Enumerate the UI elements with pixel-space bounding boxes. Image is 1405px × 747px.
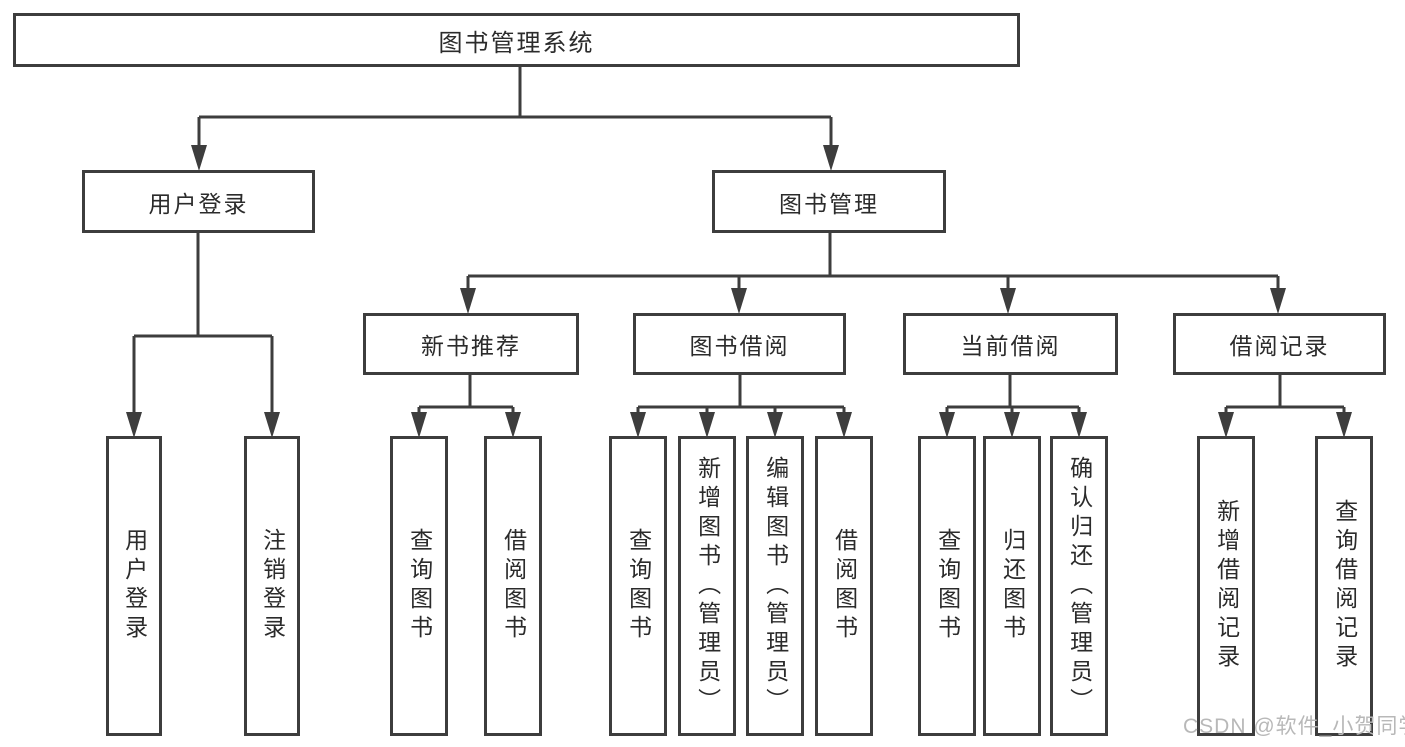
arrowhead-down-icon (191, 145, 207, 171)
arrowhead-down-icon (1071, 412, 1087, 438)
arrowhead-down-icon (1218, 412, 1234, 438)
node-label: 新增借阅记录 (1213, 499, 1240, 673)
node-label: 图书管理 (779, 190, 879, 217)
csdn-watermark: CSDN @软件_小贺同学 (1183, 715, 1405, 738)
node-label: 用户登录 (121, 528, 148, 644)
arrowhead-down-icon (823, 145, 839, 171)
arrowhead-down-icon (411, 412, 427, 438)
arrowhead-down-icon (836, 412, 852, 438)
arrowhead-down-icon (1270, 288, 1286, 314)
leaf-query-borrow-record: 查询借阅记录 (1315, 436, 1373, 736)
node-library-management-system: 图书管理系统 (13, 13, 1020, 67)
node-label: 图书管理系统 (438, 29, 595, 57)
leaf-add-borrow-record: 新增借阅记录 (1197, 436, 1255, 736)
node-user-login: 用户登录 (82, 170, 315, 233)
leaf-edit-books-admin: 编辑图书（管理员） (746, 436, 804, 736)
node-label: 新增图书（管理员） (694, 455, 721, 717)
leaf-query-books-recommend: 查询图书 (390, 436, 448, 736)
node-label: 借阅图书 (831, 528, 858, 644)
arrowhead-down-icon (460, 288, 476, 314)
node-current-borrowing: 当前借阅 (903, 313, 1118, 375)
node-label: 注销登录 (259, 528, 286, 644)
arrowhead-down-icon (264, 412, 280, 438)
arrowhead-down-icon (630, 412, 646, 438)
arrowhead-down-icon (505, 412, 521, 438)
leaf-user-login: 用户登录 (106, 436, 162, 736)
arrowhead-down-icon (1000, 288, 1016, 314)
arrowhead-down-icon (939, 412, 955, 438)
node-label: 当前借阅 (960, 333, 1061, 359)
leaf-borrow-books-recommend: 借阅图书 (484, 436, 542, 736)
arrowhead-down-icon (1336, 412, 1352, 438)
node-label: 查询借阅记录 (1331, 499, 1358, 673)
node-borrowing-records: 借阅记录 (1173, 313, 1386, 375)
leaf-return-books: 归还图书 (983, 436, 1041, 736)
node-label: 借阅图书 (500, 528, 527, 644)
node-label: 编辑图书（管理员） (762, 455, 789, 717)
leaf-confirm-return-admin: 确认归还（管理员） (1050, 436, 1108, 736)
arrowhead-down-icon (1004, 412, 1020, 438)
node-label: 用户登录 (148, 190, 249, 217)
arrowhead-down-icon (767, 412, 783, 438)
leaf-query-books-current: 查询图书 (918, 436, 976, 736)
leaf-borrow-books: 借阅图书 (815, 436, 873, 736)
node-book-management: 图书管理 (712, 170, 946, 233)
arrowhead-down-icon (126, 412, 142, 438)
node-label: 查询图书 (934, 528, 961, 644)
node-label: 查询图书 (625, 528, 652, 644)
leaf-logout: 注销登录 (244, 436, 300, 736)
arrowhead-down-icon (731, 288, 747, 314)
node-book-borrowing: 图书借阅 (633, 313, 846, 375)
node-label: 确认归还（管理员） (1066, 455, 1093, 717)
node-label: 新书推荐 (421, 333, 521, 359)
leaf-query-books-borrowing: 查询图书 (609, 436, 667, 736)
node-new-book-recommendation: 新书推荐 (363, 313, 579, 375)
arrowhead-down-icon (699, 412, 715, 438)
leaf-add-books-admin: 新增图书（管理员） (678, 436, 736, 736)
node-label: 借阅记录 (1229, 333, 1330, 359)
node-label: 查询图书 (406, 528, 433, 644)
node-label: 归还图书 (999, 528, 1026, 644)
node-label: 图书借阅 (689, 333, 790, 359)
